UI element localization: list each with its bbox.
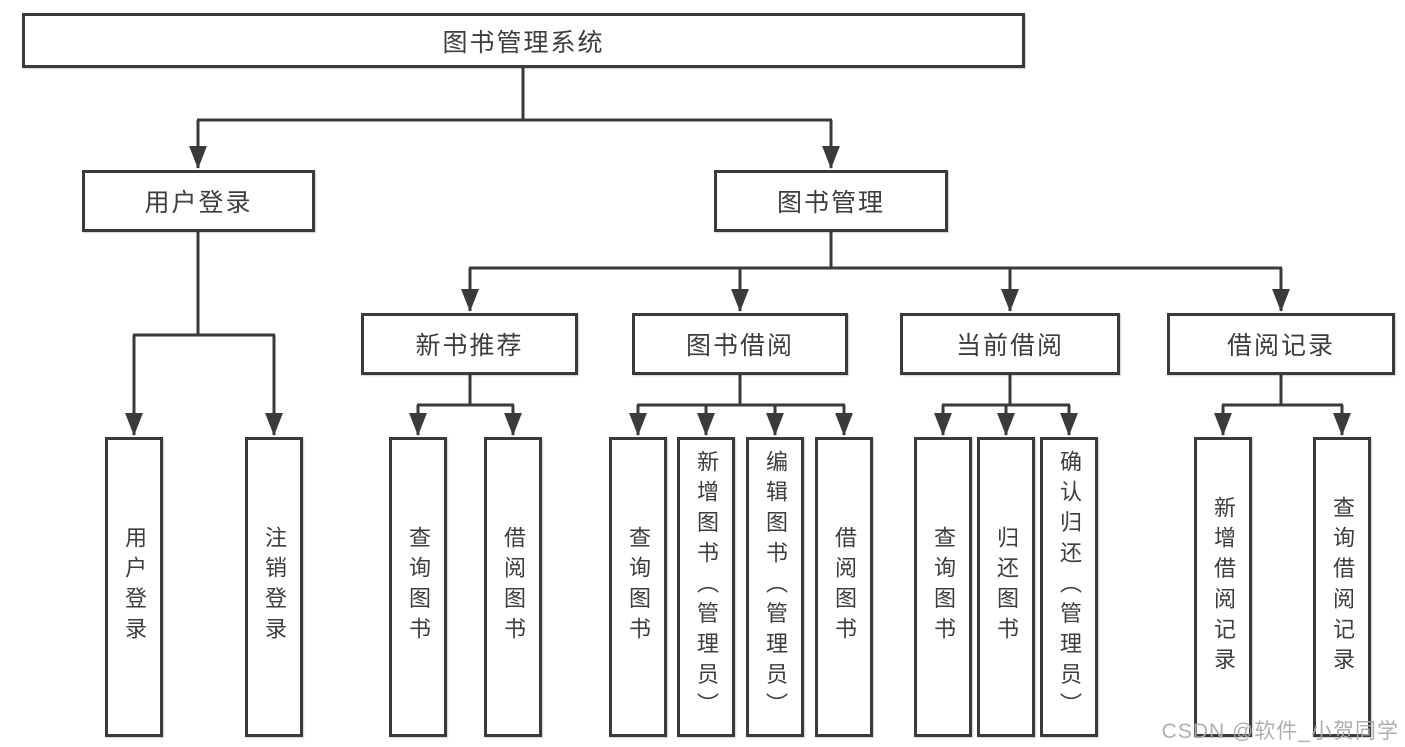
leaf-borrow-books-recommend: 借阅图书 bbox=[484, 437, 542, 737]
leaf-user-login: 用户登录 bbox=[105, 437, 163, 737]
leaf-return-books: 归还图书 bbox=[977, 437, 1035, 737]
leaf-query-borrow-record: 查询借阅记录 bbox=[1313, 437, 1371, 737]
node-user-login: 用户登录 bbox=[82, 170, 315, 232]
node-borrowing-records: 借阅记录 bbox=[1167, 313, 1395, 375]
leaf-borrow-books: 借阅图书 bbox=[815, 437, 873, 737]
node-current-borrowing: 当前借阅 bbox=[900, 313, 1120, 375]
node-new-book-recommendation: 新书推荐 bbox=[361, 313, 578, 375]
leaf-add-borrow-record: 新增借阅记录 bbox=[1194, 437, 1252, 737]
node-book-management: 图书管理 bbox=[714, 170, 948, 232]
leaf-query-books-recommend: 查询图书 bbox=[389, 437, 447, 737]
leaf-confirm-return-admin: 确认归还（管理员） bbox=[1040, 437, 1098, 737]
leaf-add-books-admin: 新增图书（管理员） bbox=[677, 437, 735, 737]
leaf-query-books-borrow: 查询图书 bbox=[609, 437, 667, 737]
leaf-query-books-current: 查询图书 bbox=[914, 437, 972, 737]
leaf-logout: 注销登录 bbox=[245, 437, 303, 737]
csdn-watermark: CSDN @软件_小贺同学 bbox=[1161, 720, 1399, 743]
leaf-edit-books-admin: 编辑图书（管理员） bbox=[746, 437, 804, 737]
node-library-management-system: 图书管理系统 bbox=[22, 13, 1025, 68]
node-book-borrowing: 图书借阅 bbox=[632, 313, 848, 375]
